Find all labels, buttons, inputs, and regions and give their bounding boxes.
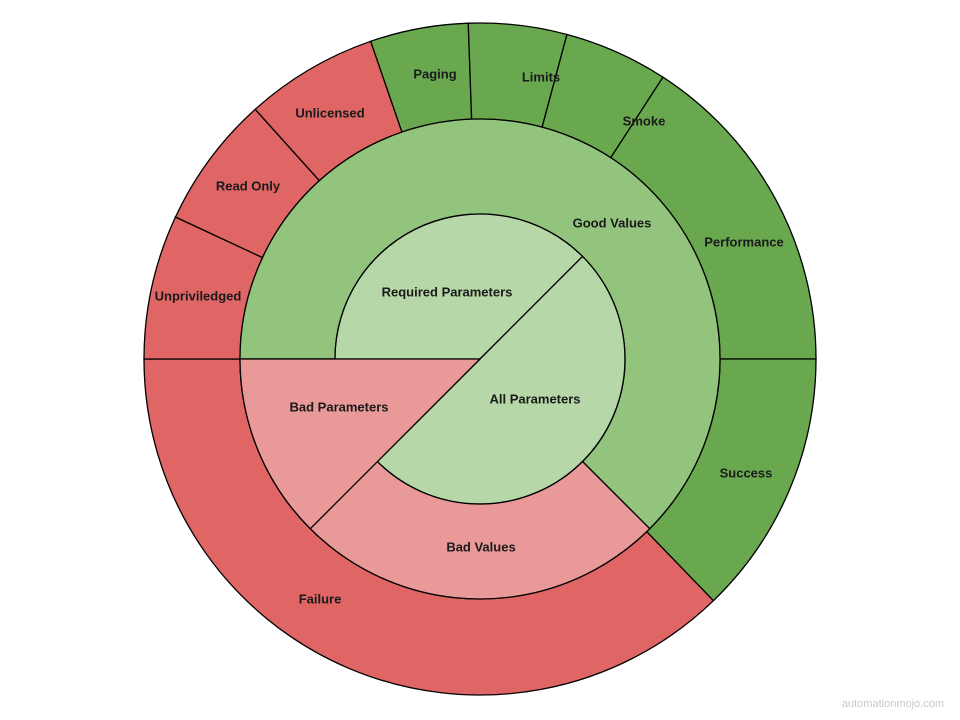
smoke-label: Smoke xyxy=(623,113,666,128)
segments-layer xyxy=(143,22,817,696)
bad-parameters-label: Bad Parameters xyxy=(290,399,389,414)
all-parameters-label: All Parameters xyxy=(489,391,580,406)
read-only-label: Read Only xyxy=(216,178,281,193)
required-parameters-label: Required Parameters xyxy=(382,284,513,299)
bad-parameters-segment xyxy=(239,358,482,530)
paging-label: Paging xyxy=(413,66,456,81)
all-parameters-segment xyxy=(376,255,626,505)
bad-values-label: Bad Values xyxy=(446,539,515,554)
watermark: automationmojo.com xyxy=(841,698,944,710)
good-values-label: Good Values xyxy=(573,215,652,230)
performance-label: Performance xyxy=(704,234,783,249)
unlicensed-label: Unlicensed xyxy=(295,105,364,120)
limits-label: Limits xyxy=(522,69,560,84)
unpriviledged-label: Unpriviledged xyxy=(155,288,242,303)
success-label: Success xyxy=(720,465,773,480)
failure-label: Failure xyxy=(299,591,342,606)
labels-layer: Paging LimitsSmokePerformanceSuccessFailu… xyxy=(155,66,784,606)
required-parameters-segment xyxy=(334,213,584,360)
